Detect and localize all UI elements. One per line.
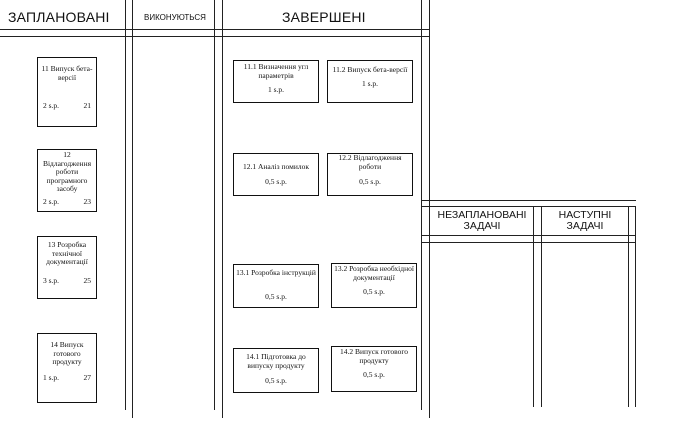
done-card-11-1[interactable]: 11.1 Визначення угл параметрів 1 s.p. [233,60,319,103]
done-card-12-1[interactable]: 12.1 Аналіз помилок 0,5 s.p. [233,153,319,196]
card-story-points: 0,5 s.p. [265,376,287,385]
card-title: 11 Випуск бета-версії [41,64,93,82]
card-title: 14 Випуск готового продукту [50,340,84,366]
planned-card-12[interactable]: 12 Відлагодження роботи програмного засо… [37,149,97,212]
planned-card-13[interactable]: 13 Розробка технічної документації 3 s.p… [37,236,97,299]
done-card-13-2[interactable]: 13.2 Розробка необхідної документації 0,… [331,263,417,308]
done-card-11-2[interactable]: 11.2 Випуск бета-версії 1 s.p. [327,60,413,103]
done-card-14-1[interactable]: 14.1 Підготовка до випуску продукту 0,5 … [233,348,319,393]
card-story-points: 2 s.p. [43,101,60,110]
card-title: 13 Розробка технічної документації [46,240,88,266]
card-title: 13.1 Розробка інструкцій [236,268,316,277]
planned-card-11[interactable]: 11 Випуск бета-версії 2 s.p. 21 [37,57,97,127]
done-card-13-1[interactable]: 13.1 Розробка інструкцій 0,5 s.p. [233,264,319,308]
card-story-points: 0,5 s.p. [363,370,385,379]
card-story-points: 1 s.p. [43,373,60,382]
card-story-points: 1 s.p. [267,85,285,94]
card-title: 12 Відлагодження роботи програмного засо… [42,150,92,193]
card-title: 14.1 Підготовка до випуску продукту [246,352,306,370]
column-header-in-progress: ВИКОНУЮТЬСЯ [144,13,206,22]
card-title: 12.1 Аналіз помилок [242,162,309,171]
card-title: 14.2 Випуск готового продукту [340,347,408,365]
done-card-12-2[interactable]: 12.2 Відлагодження роботи 0,5 s.p. [327,153,413,196]
card-title: 11.1 Визначення угл параметрів [243,62,309,80]
card-story-points: 1 s.p. [361,79,379,88]
card-story-points: 0,5 s.p. [363,287,385,296]
card-story-points: 0,5 s.p. [265,292,287,301]
card-story-points: 0,5 s.p. [265,177,287,186]
column-header-unplanned: НЕЗАПЛАНОВАНІ ЗАДАЧІ [437,209,527,232]
column-header-planned: ЗАПЛАНОВАНІ [8,9,110,25]
card-number: 25 [83,276,92,285]
card-number: 21 [83,101,92,110]
card-story-points: 3 s.p. [43,276,60,285]
column-header-done: ЗАВЕРШЕНІ [282,9,366,25]
done-card-14-2[interactable]: 14.2 Випуск готового продукту 0,5 s.p. [331,346,417,392]
card-story-points: 2 s.p. [43,197,60,206]
planned-card-14[interactable]: 14 Випуск готового продукту 1 s.p. 27 [37,333,97,403]
card-title: 12.2 Відлагодження роботи [338,153,402,171]
card-title: 11.2 Випуск бета-версії [332,65,408,74]
column-header-next: НАСТУПНІ ЗАДАЧІ [558,209,612,232]
card-story-points: 0,5 s.p. [359,177,381,186]
card-title: 13.2 Розробка необхідної документації [334,264,414,282]
card-number: 27 [83,373,92,382]
card-number: 23 [83,197,92,206]
